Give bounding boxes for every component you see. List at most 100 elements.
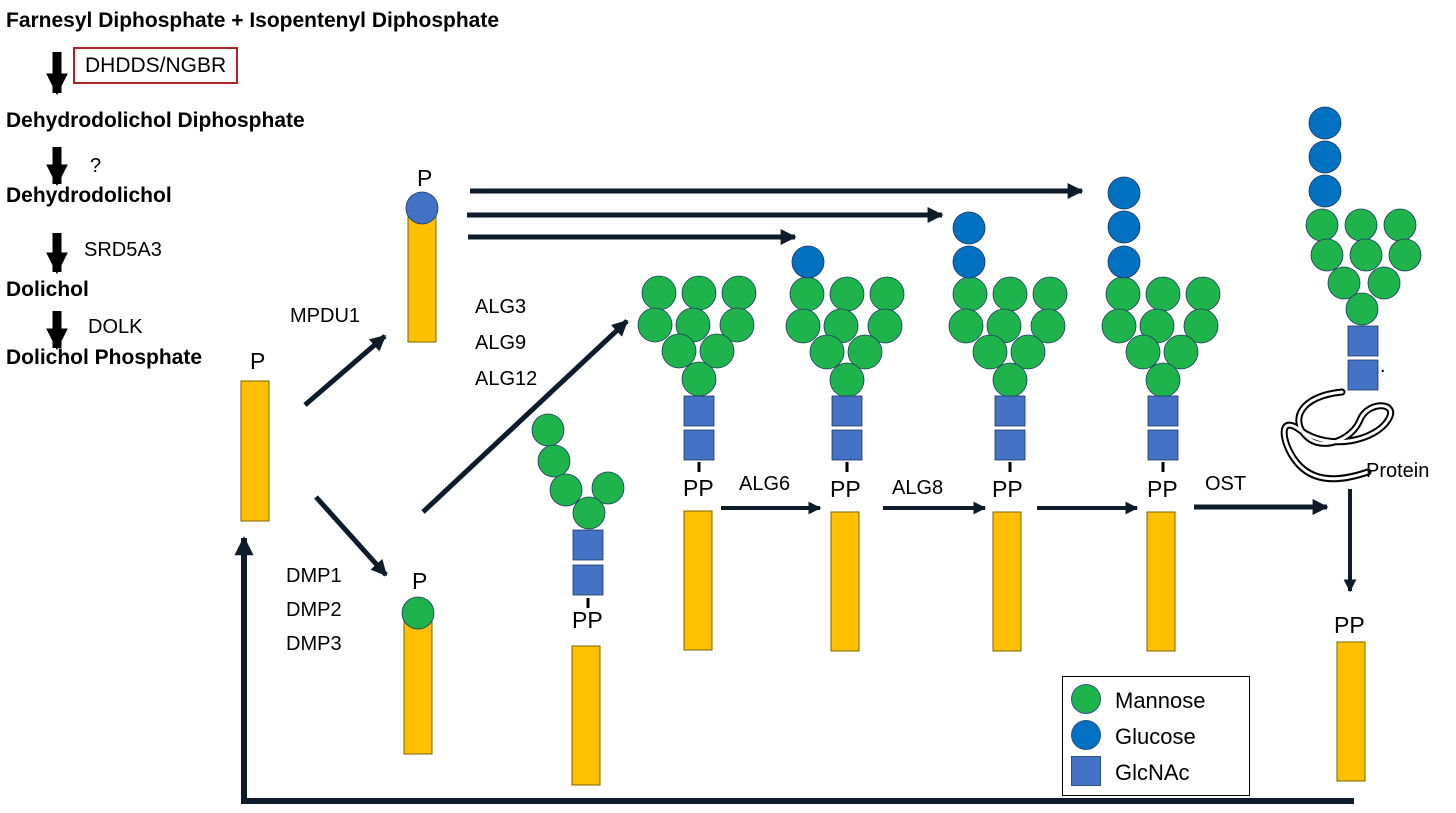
diphosphate-label-man9: PP xyxy=(683,475,714,501)
glcnac-square xyxy=(1347,359,1379,391)
diphosphate-label-glc1: PP xyxy=(830,476,861,502)
mannose-circle xyxy=(869,276,905,312)
mannose-circle xyxy=(1145,276,1181,312)
glcnac-square xyxy=(994,395,1026,427)
mannose-swatch-icon xyxy=(1071,684,1101,714)
enzyme-dmp2: DMP2 xyxy=(286,599,342,621)
mannose-circle xyxy=(721,275,757,311)
mannose-circle xyxy=(661,333,697,369)
mannose-circle xyxy=(1030,308,1066,344)
glcnac-square xyxy=(831,429,863,461)
mannose-circle xyxy=(867,308,903,344)
mannose-circle xyxy=(1310,238,1344,272)
diphosphate-label-released: PP xyxy=(1334,612,1365,638)
pathway-step-dehydrodolichol: Dehydrodolichol xyxy=(6,184,172,207)
enzyme-alg6: ALG6 xyxy=(739,473,791,495)
enzyme-dmp1: DMP1 xyxy=(286,565,342,587)
legend-item-mannose: Mannose xyxy=(1071,682,1246,716)
enzyme-alg9: ALG9 xyxy=(475,332,527,354)
glucose-circle xyxy=(952,211,986,245)
dolichol-bar xyxy=(240,380,270,522)
enzyme-srd5a3: SRD5A3 xyxy=(84,239,162,261)
phosphate-label-man-p: P xyxy=(417,165,433,191)
mannose-circle xyxy=(1388,238,1422,272)
mannose-circle xyxy=(1101,308,1137,344)
mannose-circle xyxy=(1105,276,1141,312)
legend-label-glcnac: GlcNAc xyxy=(1115,760,1190,785)
mannose-circle xyxy=(1383,208,1417,242)
mannose-circle xyxy=(1345,292,1379,326)
glcnac-square xyxy=(572,529,604,561)
mannose-circle xyxy=(641,275,677,311)
diphosphate-label-man5: PP xyxy=(572,607,603,633)
glucose-circle xyxy=(1107,176,1141,210)
stray-dot: . xyxy=(1380,355,1386,377)
mannose-circle xyxy=(1327,266,1361,300)
glcnac-swatch-icon xyxy=(1071,756,1101,786)
enzyme-ost: OST xyxy=(1205,473,1247,495)
glcnac-square xyxy=(1147,429,1179,461)
enzyme-alg3: ALG3 xyxy=(475,296,527,318)
glcnac-square xyxy=(1347,325,1379,357)
mannose-circle xyxy=(591,471,625,505)
dolichol-bar xyxy=(1336,641,1366,782)
mannose-circle xyxy=(1349,238,1383,272)
glucose-circle xyxy=(1107,210,1141,244)
glcnac-square xyxy=(1147,395,1179,427)
legend-label-mannose: Mannose xyxy=(1115,688,1206,713)
mannose-circle xyxy=(992,276,1028,312)
legend-label-glucose: Glucose xyxy=(1115,724,1196,749)
mannose-circle xyxy=(1032,276,1068,312)
mannose-circle xyxy=(1145,362,1181,398)
dolichol-bar xyxy=(407,211,437,343)
mannose-p-circle xyxy=(401,596,435,630)
phosphate-label-dolichol-p: P xyxy=(250,348,266,374)
glcnac-square xyxy=(683,395,715,427)
glucose-circle xyxy=(1107,245,1141,279)
phosphate-head-circle xyxy=(405,191,439,225)
mannose-circle xyxy=(847,334,883,370)
legend-item-glucose: Glucose xyxy=(1071,718,1246,752)
glcnac-square xyxy=(831,395,863,427)
glcnac-square xyxy=(683,429,715,461)
arrow-to-mpdu1 xyxy=(303,334,387,407)
glucose-circle xyxy=(952,245,986,279)
dolichol-bar xyxy=(992,511,1022,652)
mannose-circle xyxy=(809,334,845,370)
mannose-circle xyxy=(972,334,1008,370)
glucose-circle xyxy=(1308,174,1342,208)
diphosphate-label-glc3: PP xyxy=(1147,476,1178,502)
dolichol-bar xyxy=(571,645,601,786)
glucose-swatch-icon xyxy=(1071,720,1101,750)
legend-item-glcnac: GlcNAc xyxy=(1071,754,1246,788)
mannose-circle xyxy=(789,276,825,312)
enzyme-alg8: ALG8 xyxy=(892,477,944,499)
mannose-circle xyxy=(952,276,988,312)
glucose-circle xyxy=(791,245,825,279)
mannose-circle xyxy=(1344,208,1378,242)
mannose-circle xyxy=(699,333,735,369)
mannose-circle xyxy=(681,275,717,311)
mannose-circle xyxy=(992,362,1028,398)
enzyme-alg12: ALG12 xyxy=(475,368,538,390)
mannose-circle xyxy=(531,413,565,447)
protein-label: Protein xyxy=(1366,460,1430,482)
dolichol-bar xyxy=(830,511,860,652)
mannose-circle xyxy=(1183,308,1219,344)
pathway-step-dehydrodolichol-diphosphate: Dehydrodolichol Diphosphate xyxy=(6,109,305,132)
mannose-circle xyxy=(1305,208,1339,242)
mannose-circle xyxy=(948,308,984,344)
protein-chain-inner xyxy=(1282,390,1392,481)
enzyme-unknown: ? xyxy=(90,155,102,177)
enzyme-dolk: DOLK xyxy=(88,316,143,338)
mannose-circle xyxy=(829,276,865,312)
mannose-circle xyxy=(1367,266,1401,300)
dolichol-bar xyxy=(403,614,433,755)
pathway-step-farnesyl: Farnesyl Diphosphate + Isopentenyl Dipho… xyxy=(6,9,500,32)
mannose-circle xyxy=(719,307,755,343)
enzyme-dhdds-ngbr: DHDDS/NGBR xyxy=(73,47,239,84)
mannose-circle xyxy=(681,361,717,397)
mannose-circle xyxy=(572,496,606,530)
